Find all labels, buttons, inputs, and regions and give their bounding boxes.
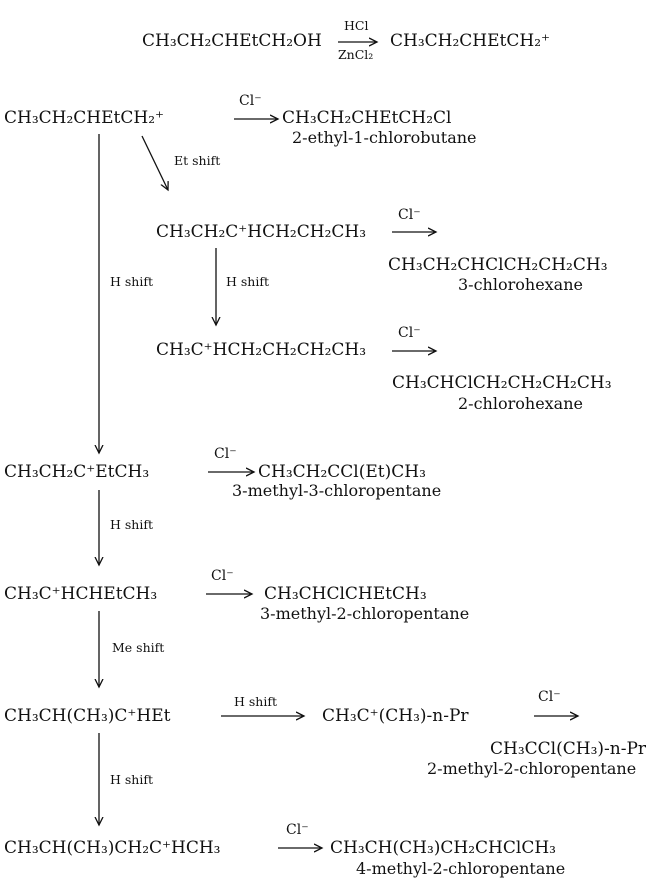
r6-anion: Cl⁻ — [538, 689, 561, 705]
r0-reactant: CH₃CH₂CHEtCH₂OH — [142, 31, 322, 51]
r5-cation: CH₃C⁺HCHEtCH₃ — [4, 584, 158, 604]
label-h-last: H shift — [110, 772, 153, 787]
r7-name: 4-methyl-2-chloropentane — [356, 859, 566, 878]
r3-cation: CH₃C⁺HCH₂CH₂CH₂CH₃ — [156, 340, 367, 360]
r1-product: CH₃CH₂CHEtCH₂Cl — [282, 108, 452, 128]
r6-cation: CH₃CH(CH₃)C⁺HEt — [4, 706, 171, 726]
r7-anion: Cl⁻ — [286, 822, 309, 838]
label-me-shift: Me shift — [112, 640, 165, 655]
r3-name: 2-chlorohexane — [458, 394, 583, 413]
r5-product: CH₃CHClCHEtCH₃ — [264, 584, 427, 604]
r2-product: CH₃CH₂CHClCH₂CH₂CH₃ — [388, 255, 608, 275]
label-h-inner: H shift — [226, 274, 269, 289]
label-et-shift: Et shift — [174, 153, 221, 168]
r7-product: CH₃CH(CH₃)CH₂CHClCH₃ — [330, 838, 556, 858]
r2-cation: CH₃CH₂C⁺HCH₂CH₂CH₃ — [156, 222, 367, 242]
r5-name: 3-methyl-2-chloropentane — [260, 604, 470, 623]
r6-shift-label: H shift — [234, 694, 277, 709]
r0-reagent-top: HCl — [344, 18, 369, 33]
r2-name: 3-chlorohexane — [458, 275, 583, 294]
r5-anion: Cl⁻ — [211, 568, 234, 584]
r1-anion: Cl⁻ — [239, 93, 262, 109]
r1-cation: CH₃CH₂CHEtCH₂⁺ — [4, 108, 164, 128]
r1-name: 2-ethyl-1-chlorobutane — [292, 128, 477, 147]
r3-anion: Cl⁻ — [398, 325, 421, 341]
label-h-mid: H shift — [110, 517, 153, 532]
r2-anion: Cl⁻ — [398, 207, 421, 223]
r0-product: CH₃CH₂CHEtCH₂⁺ — [390, 31, 550, 51]
r4-cation: CH₃CH₂C⁺EtCH₃ — [4, 462, 150, 482]
r4-anion: Cl⁻ — [214, 446, 237, 462]
r6-product-cation: CH₃C⁺(CH₃)-n-Pr — [322, 706, 469, 726]
label-h-long: H shift — [110, 274, 153, 289]
r0-reagent-bottom: ZnCl₂ — [338, 47, 374, 62]
r4-name: 3-methyl-3-chloropentane — [232, 481, 442, 500]
r4-product: CH₃CH₂CCl(Et)CH₃ — [258, 462, 426, 482]
r6-name: 2-methyl-2-chloropentane — [427, 759, 637, 778]
arrow-et-shift — [141, 135, 168, 190]
r3-product: CH₃CHClCH₂CH₂CH₂CH₃ — [392, 373, 612, 393]
r7-cation: CH₃CH(CH₃)CH₂C⁺HCH₃ — [4, 838, 221, 858]
r6-product: CH₃CCl(CH₃)-n-Pr — [490, 739, 647, 759]
